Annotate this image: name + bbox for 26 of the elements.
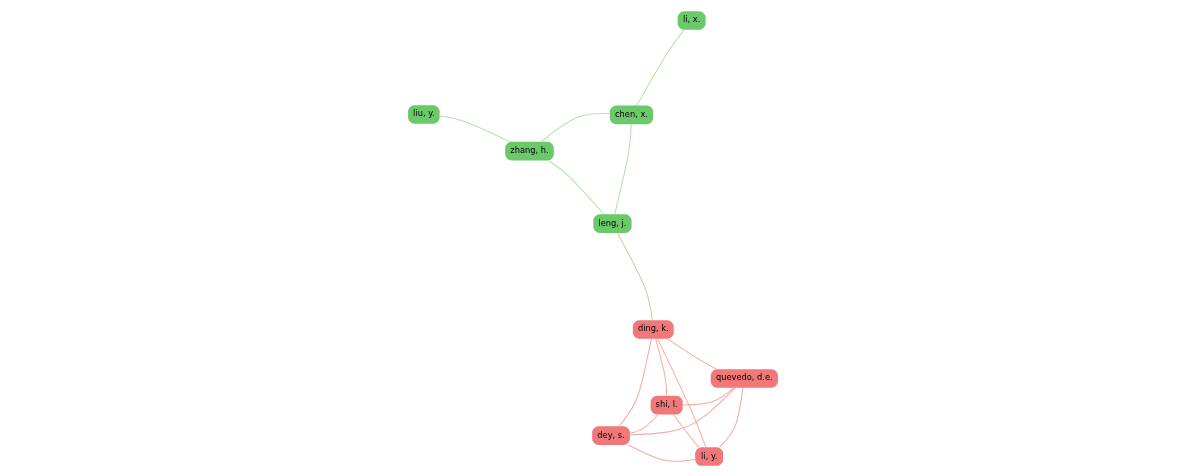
connector — [657, 337, 707, 448]
node-box: shi, l. — [650, 395, 683, 414]
node-box: zhang, h. — [505, 141, 554, 160]
connector — [629, 386, 736, 435]
connector — [672, 413, 700, 448]
node-box: li, y. — [695, 446, 724, 466]
connector — [618, 337, 652, 427]
node-box: li, x. — [677, 10, 706, 30]
node-box: liu, y. — [408, 104, 440, 124]
node-box: quevedo, d.e. — [710, 368, 778, 388]
connector — [629, 413, 659, 434]
connector — [718, 386, 744, 448]
connector — [636, 28, 685, 106]
connector — [682, 386, 735, 406]
node-box: chen, x. — [609, 105, 654, 124]
node-box: leng, j. — [593, 213, 632, 233]
node-box: dey, s. — [592, 425, 630, 445]
connector — [628, 443, 696, 462]
node-box: ding, k. — [632, 319, 674, 339]
connector — [655, 337, 668, 396]
connector — [547, 159, 605, 215]
connector — [540, 112, 611, 142]
connector — [616, 232, 653, 321]
connector — [666, 337, 718, 370]
connector — [439, 115, 511, 142]
connector — [614, 123, 632, 215]
